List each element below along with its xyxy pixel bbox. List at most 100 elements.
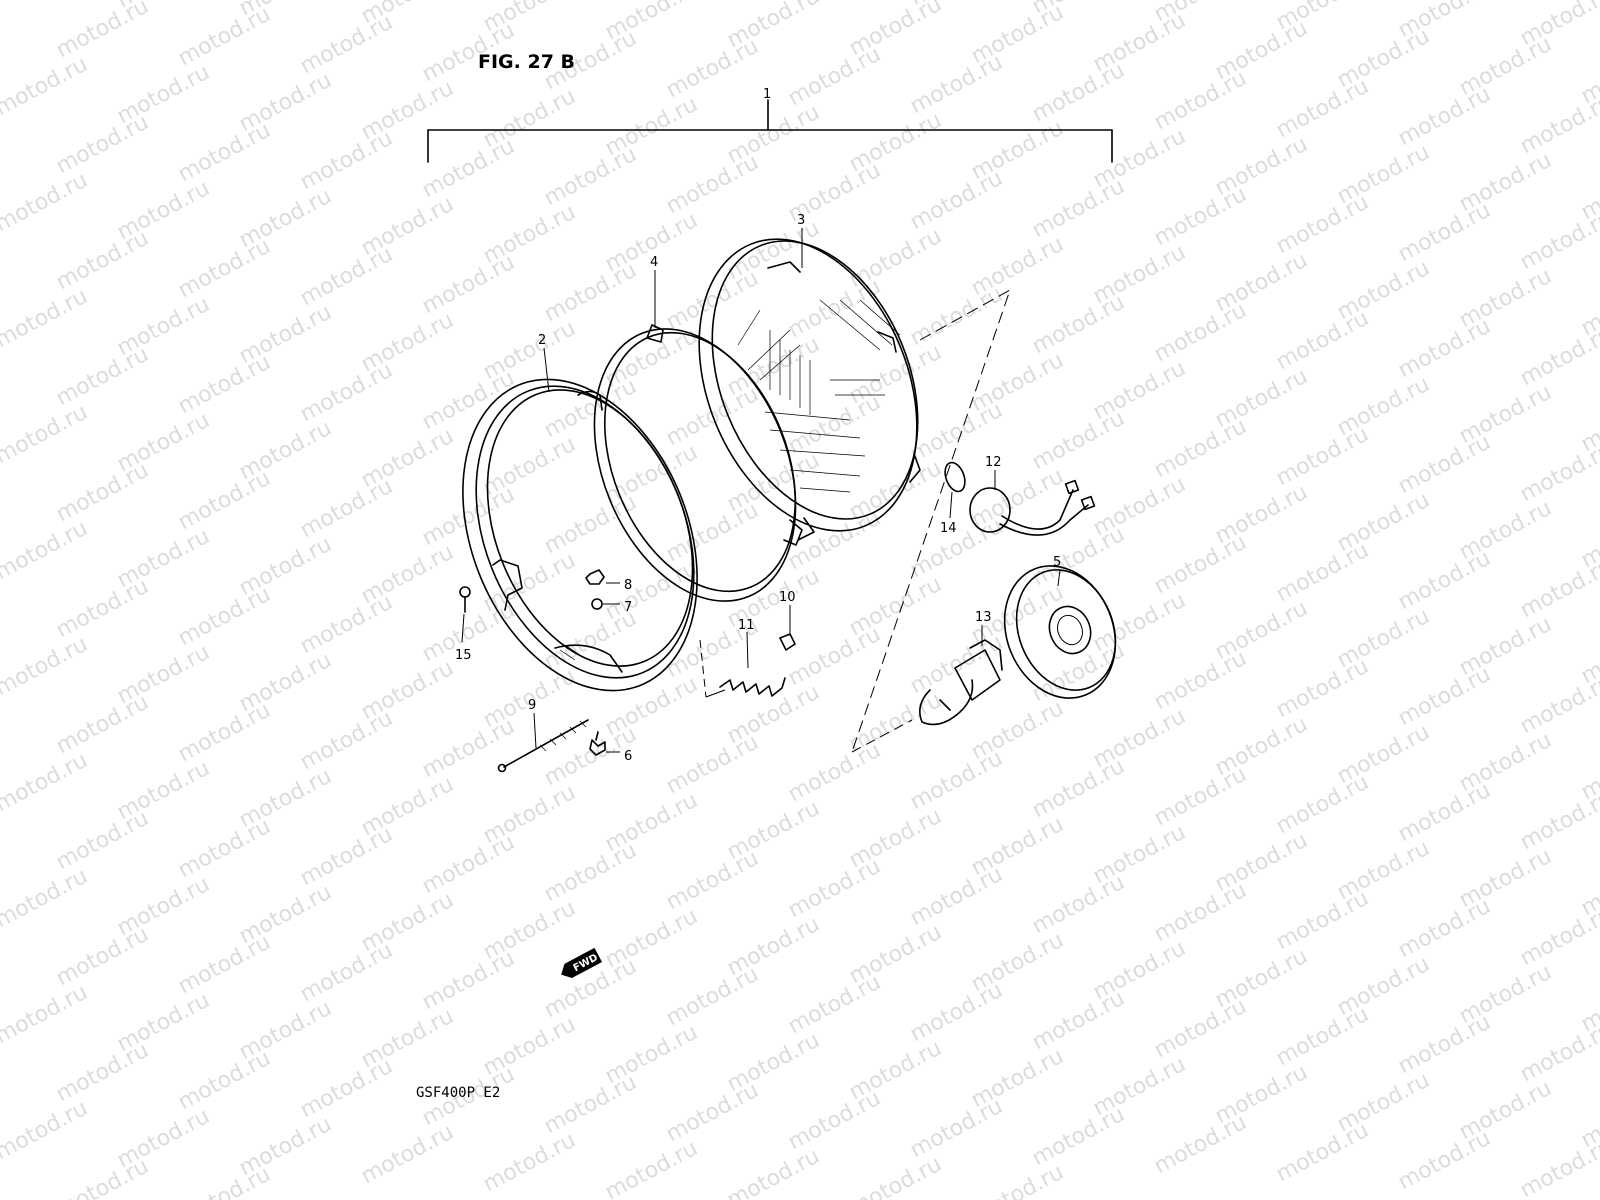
watermark-text: motod.ru <box>906 1094 1007 1163</box>
watermark-text: motod.ru <box>1394 198 1495 267</box>
watermark-text: motod.ru <box>784 42 885 111</box>
watermark-text: motod.ru <box>1150 66 1251 135</box>
watermark-text: motod.ru <box>1394 1126 1495 1195</box>
watermark-text: motod.ru <box>662 150 763 219</box>
watermark-text: motod.ru <box>1150 530 1251 599</box>
watermark-text: motod.ru <box>1272 538 1373 607</box>
watermark-text: motod.ru <box>1028 406 1129 475</box>
assembly-bracket <box>427 99 1113 163</box>
watermark-text: motod.ru <box>1028 522 1129 591</box>
watermark-text: motod.ru <box>296 358 397 427</box>
watermark-text: motod.ru <box>0 0 92 5</box>
watermark-text: motod.ru <box>174 930 275 999</box>
watermark-text: motod.ru <box>967 1160 1068 1200</box>
watermark-text: motod.ru <box>1516 1134 1600 1200</box>
watermark-text: motod.ru <box>662 846 763 915</box>
watermark-text: motod.ru <box>0 864 92 933</box>
watermark-text: motod.ru <box>1150 414 1251 483</box>
watermark-text: motod.ru <box>1150 646 1251 715</box>
watermark-text: motod.ru <box>1028 754 1129 823</box>
watermark-text: motod.ru <box>1028 290 1129 359</box>
watermark-text: motod.ru <box>174 698 275 767</box>
callout-13: 13 <box>975 610 992 625</box>
watermark-text: motod.ru <box>52 690 153 759</box>
watermark-text: motod.ru <box>662 730 763 799</box>
watermark-text: motod.ru <box>784 622 885 691</box>
watermark-text: motod.ru <box>540 490 641 559</box>
watermark-text: motod.ru <box>479 1128 580 1197</box>
watermark-text: motod.ru <box>174 1046 275 1115</box>
watermark-text: motod.ru <box>1516 438 1600 507</box>
watermark-text: motod.ru <box>1272 422 1373 491</box>
spring <box>719 677 786 697</box>
watermark-text: motod.ru <box>1394 662 1495 731</box>
watermark-text: motod.ru <box>1150 878 1251 947</box>
watermark-text: motod.ru <box>1394 82 1495 151</box>
watermark-text: motod.ru <box>540 606 641 675</box>
watermark-text: motod.ru <box>1516 206 1600 275</box>
watermark-text: motod.ru <box>174 118 275 187</box>
watermark-text: motod.ru <box>1516 554 1600 623</box>
watermark-text: motod.ru <box>52 922 153 991</box>
watermark-text: motod.ru <box>296 126 397 195</box>
figure-title: FIG. 27 B <box>478 51 575 73</box>
adjusting-screw <box>497 719 589 773</box>
watermark-text: motod.ru <box>174 234 275 303</box>
watermark-text: motod.ru <box>906 166 1007 235</box>
watermark-text: motod.ru <box>52 226 153 295</box>
watermark-text: motod.ru <box>1516 902 1600 971</box>
callout-12: 12 <box>985 455 1002 470</box>
watermark-text: motod.ru <box>296 590 397 659</box>
watermark-text: motod.ru <box>1394 778 1495 847</box>
watermark-text: motod.ru <box>540 142 641 211</box>
watermark-text: motod.ru <box>662 34 763 103</box>
bulb-socket-wires <box>944 461 1096 536</box>
headlight-unit <box>698 238 921 541</box>
outer-rim <box>462 378 698 692</box>
callouts: 1 2 3 4 5 6 7 8 9 10 11 12 13 14 15 <box>455 87 1061 764</box>
watermark-text: motod.ru <box>296 706 397 775</box>
watermark-text: motod.ru <box>906 50 1007 119</box>
watermark-text: motod.ru <box>1028 986 1129 1055</box>
watermark-text: motod.ru <box>1272 1002 1373 1071</box>
watermark-text: motod.ru <box>906 746 1007 815</box>
watermark-text: motod.ru <box>296 474 397 543</box>
watermark-text: motod.ru <box>906 978 1007 1047</box>
watermark-text: motod.ru <box>1150 762 1251 831</box>
watermark-text: motod.ru <box>174 582 275 651</box>
watermark-text: motod.ru <box>52 806 153 875</box>
watermark-text: motod.ru <box>906 862 1007 931</box>
watermark-text: motod.ru <box>296 938 397 1007</box>
watermark-text: motod.ru <box>296 1054 397 1123</box>
watermark-text: motod.ru <box>1272 654 1373 723</box>
watermark-text: motod.ru <box>784 1086 885 1155</box>
watermark-text: motod.ru <box>1394 430 1495 499</box>
watermark-text: motod.ru <box>0 1096 92 1165</box>
watermark-text: motod.ru <box>1272 770 1373 839</box>
watermark-text: motod.ru <box>1394 314 1495 383</box>
watermark-text: motod.ru <box>1272 1118 1373 1187</box>
watermark-text: motod.ru <box>52 458 153 527</box>
watermark-text: motod.ru <box>601 1136 702 1200</box>
watermark-text: motod.ru <box>540 374 641 443</box>
watermark-text: motod.ru <box>0 748 92 817</box>
watermark-text: motod.ru <box>174 1162 275 1200</box>
watermark-text: motod.ru <box>662 962 763 1031</box>
watermark-text: motod.ru <box>0 632 92 701</box>
watermark-text: motod.ru <box>418 946 519 1015</box>
watermark-text: motod.ru <box>296 242 397 311</box>
watermark-text: motod.ru <box>1272 886 1373 955</box>
watermark-text: motod.ru <box>52 1154 153 1200</box>
watermark-text: motod.ru <box>662 1078 763 1147</box>
watermark-text: motod.ru <box>174 466 275 535</box>
model-code: GSF400P E2 <box>416 1085 500 1101</box>
watermark-text: motod.ru <box>784 506 885 575</box>
watermark-text: motod.ru <box>1028 870 1129 939</box>
callout-2: 2 <box>538 333 546 348</box>
watermark-text: motod.ru <box>1272 74 1373 143</box>
watermark-text: motod.ru <box>0 400 92 469</box>
watermark-text: motod.ru <box>1150 1110 1251 1179</box>
watermark-text: motod.ru <box>0 516 92 585</box>
watermark-text: motod.ru <box>784 738 885 807</box>
